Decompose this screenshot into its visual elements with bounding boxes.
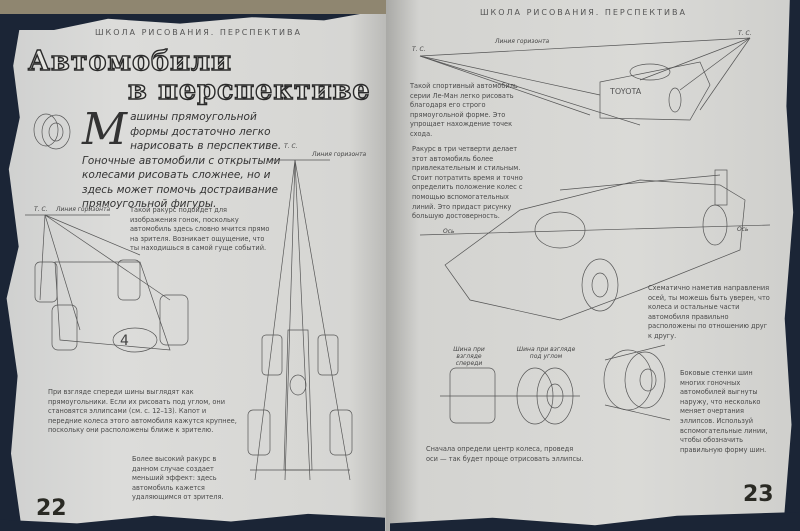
vanishing-point-label-2: Т. С.	[284, 143, 298, 150]
caption-front-view: Такой ракурс подойдет для изображения го…	[130, 206, 270, 253]
axis-label-right: Ось	[737, 226, 749, 233]
caption-axes: Схематично наметив направления осей, ты …	[648, 284, 770, 340]
left-page	[0, 14, 388, 531]
tire-front-label: Шина при взгляде спереди	[453, 346, 485, 367]
left-running-header: ШКОЛА РИСОВАНИЯ. ПЕРСПЕКТИВА	[95, 28, 302, 37]
horizon-line-label-right: Линия горизонта	[495, 38, 550, 45]
vanishing-point-left-label: Т. С.	[412, 46, 426, 53]
right-page	[386, 0, 800, 531]
intro-text: ашины прямоугольной формы достаточно лег…	[82, 111, 282, 210]
title-line-2: в перспективе	[127, 75, 371, 106]
vanishing-point-right-label: Т. С.	[738, 30, 752, 37]
intro-dropcap: М	[82, 104, 128, 155]
caption-le-mans: Такой спортивный автомобиль серии Ле-Ман…	[410, 82, 518, 138]
right-running-header: ШКОЛА РИСОВАНИЯ. ПЕРСПЕКТИВА	[480, 8, 687, 17]
page-number-right: 23	[743, 482, 774, 507]
vanishing-point-label: Т. С.	[34, 206, 48, 213]
race-car-sketches-left: 4	[25, 159, 353, 481]
title-line-1: Автомобили	[27, 46, 233, 77]
tire-angle-label: Шина при взгляде под углом	[516, 346, 576, 360]
tire-sketch-small	[33, 113, 71, 150]
car-brand-text: TOYOTA	[609, 87, 642, 96]
caption-high-view: Более высокий ракурс в данном случае соз…	[132, 455, 224, 502]
page-number-left: 22	[36, 496, 67, 521]
caption-sidewalls: Боковые стенки шин многих гоночных автом…	[680, 369, 768, 454]
caption-three-quarter: Ракурс в три четверти делает этот автомо…	[412, 145, 523, 221]
svg-text:4: 4	[120, 333, 129, 349]
caption-tires: При взгляде спереди шины выглядят как пр…	[48, 388, 237, 435]
axis-label-left: Ось	[443, 228, 455, 235]
horizon-line-label-2: Линия горизонта	[312, 151, 367, 158]
horizon-line-label: Линия горизонта	[56, 206, 111, 213]
caption-wheel-center: Сначала определи центр колеса, проведя о…	[426, 445, 584, 463]
